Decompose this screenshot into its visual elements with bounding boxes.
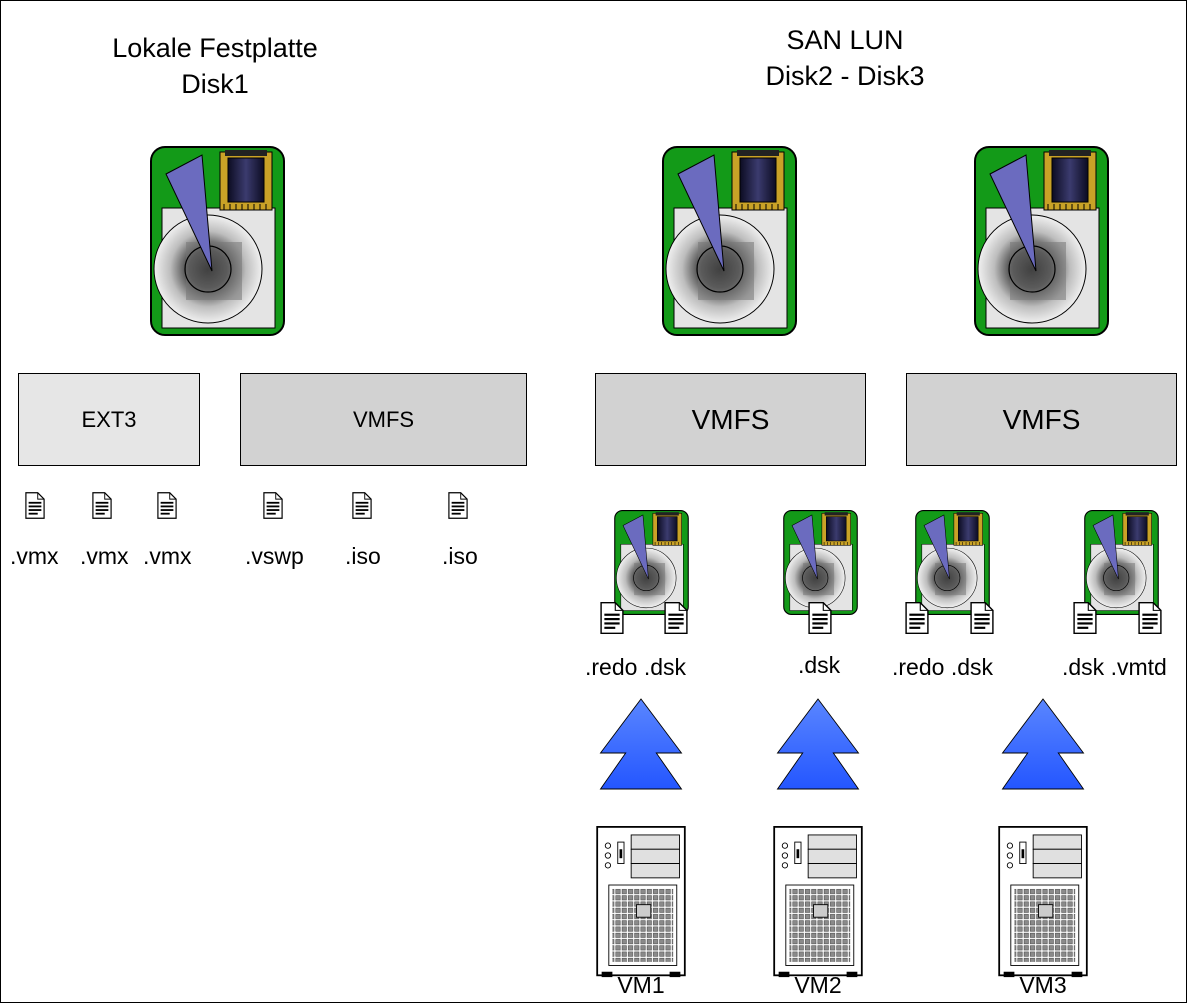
hard-disk-icon [974, 146, 1109, 336]
server-tower-icon [596, 826, 686, 978]
hard-disk-icon [150, 146, 285, 336]
file-label-vmx-3: .vmx [143, 543, 192, 569]
local-disk-title: Lokale Festplatte Disk1 [60, 30, 370, 102]
document-icon [92, 491, 112, 520]
local-vmfs-box: VMFS [240, 373, 527, 466]
file-label-redo-dsk-1: .redo .dsk [585, 654, 686, 680]
san-vmfs-box-1: VMFS [595, 373, 866, 466]
document-icon [448, 491, 468, 520]
virtual-disk-icon [1084, 510, 1159, 615]
document-icon [25, 491, 45, 520]
ext3-box: EXT3 [18, 373, 200, 466]
document-icon [263, 491, 283, 520]
up-arrow-icon [773, 698, 863, 790]
up-arrow-icon [596, 698, 686, 790]
vm3-label: VM3 [1019, 972, 1067, 998]
document-icon [157, 491, 177, 520]
vm2-label: VM2 [794, 972, 842, 998]
san-lun-title: SAN LUN Disk2 - Disk3 [690, 22, 1000, 94]
file-label-vswp: .vswp [245, 543, 304, 569]
document-icon [664, 601, 688, 635]
document-icon [905, 601, 929, 635]
server-tower-icon [998, 826, 1088, 978]
document-icon [352, 491, 372, 520]
document-icon [1073, 601, 1097, 635]
file-label-iso-1: .iso [345, 543, 381, 569]
document-icon [1138, 601, 1162, 635]
vm1-label: VM1 [617, 972, 665, 998]
san-title-line1: SAN LUN [786, 25, 904, 55]
local-title-line1: Lokale Festplatte [112, 33, 318, 63]
up-arrow-icon [998, 698, 1088, 790]
file-label-dsk-vmtd: .dsk .vmtd [1062, 654, 1167, 680]
san-title-line2: Disk2 - Disk3 [765, 61, 925, 91]
local-vmfs-label: VMFS [352, 406, 415, 432]
file-label-dsk-1: .dsk [798, 652, 841, 678]
file-label-redo-dsk-2: .redo .dsk [892, 654, 993, 680]
san-vmfs-label-1: VMFS [691, 403, 770, 435]
san-vmfs-box-2: VMFS [906, 373, 1177, 466]
hard-disk-icon [662, 146, 797, 336]
document-icon [600, 601, 624, 635]
virtual-disk-icon [614, 510, 689, 615]
san-vmfs-label-2: VMFS [1002, 403, 1081, 435]
server-tower-icon [773, 826, 863, 978]
virtual-disk-icon [915, 510, 990, 615]
ext3-label: EXT3 [81, 406, 137, 432]
document-icon [970, 601, 994, 635]
local-title-line2: Disk1 [181, 69, 249, 99]
file-label-vmx-1: .vmx [10, 543, 59, 569]
document-icon [808, 601, 832, 635]
virtual-disk-icon [783, 510, 858, 615]
file-label-vmx-2: .vmx [80, 543, 129, 569]
file-label-iso-2: .iso [442, 543, 478, 569]
